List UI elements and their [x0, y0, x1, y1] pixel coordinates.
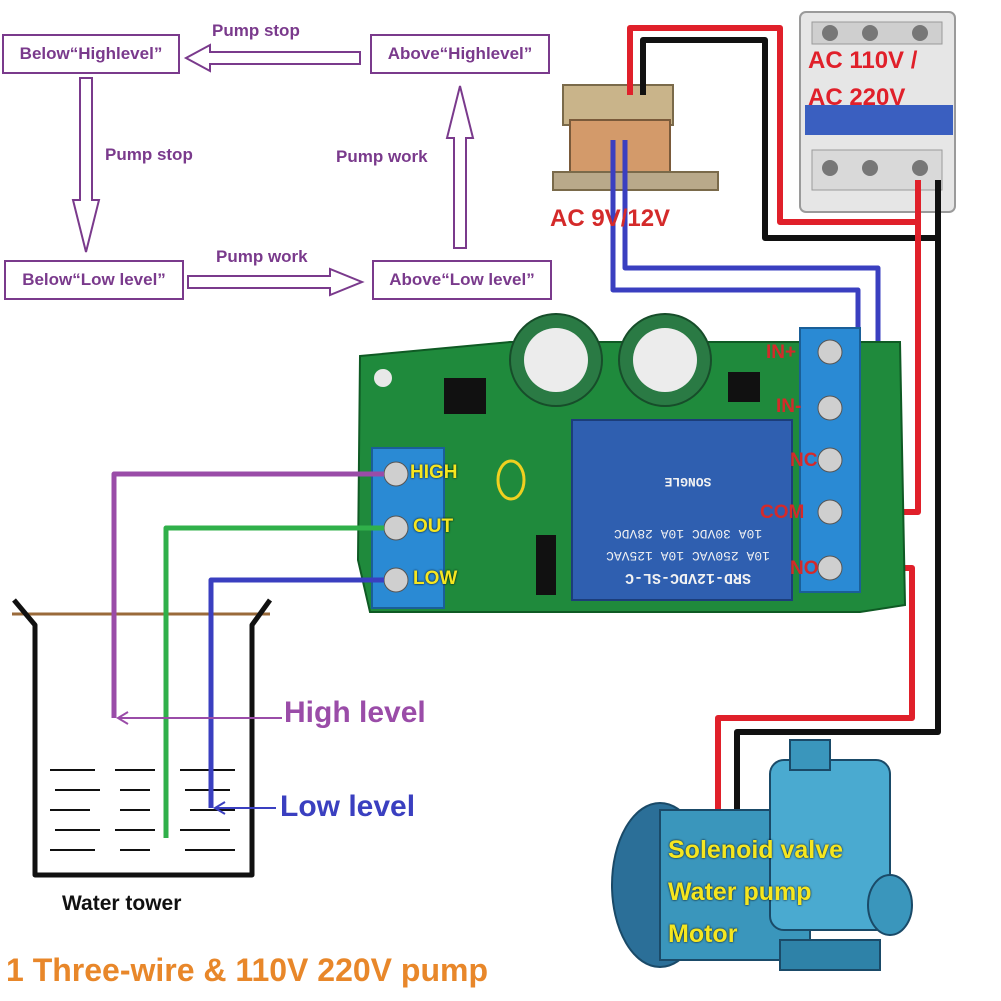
high-level-label: High level	[284, 696, 426, 729]
relay-rating-ac: 10A 250VAC 10A 125VAC	[606, 548, 770, 563]
flow-box-below-low: Below“Low level”	[4, 260, 184, 300]
flow-label-pump-stop-top: Pump stop	[212, 21, 300, 40]
terminal-label-in-plus: IN+	[766, 342, 797, 363]
wire-black-transformer	[640, 37, 941, 241]
relay-model: SRD-12VDC-SL-C	[624, 569, 752, 586]
pump-label-motor: Motor	[668, 920, 738, 948]
terminal-label-low: LOW	[413, 568, 458, 589]
relay-module-board	[356, 313, 907, 613]
relay-text: SRD-12VDC-SL-C 10A 250VAC 10A 125VAC 10A…	[598, 428, 778, 588]
flow-arrows	[71, 43, 475, 297]
flow-label-pump-stop-left: Pump stop	[105, 145, 193, 164]
flow-label-pump-work-bottom: Pump work	[216, 247, 308, 266]
flow-box-above-low: Above“Low level”	[372, 260, 552, 300]
water-tower	[12, 598, 273, 878]
pump-label-water-pump: Water pump	[668, 878, 812, 906]
transformer-voltage-label: AC 9V/12V	[550, 205, 671, 232]
footer-title: 1 Three-wire & 110V 220V pump	[6, 952, 488, 988]
terminal-label-com: COM	[760, 502, 805, 523]
terminal-label-out: OUT	[413, 516, 454, 537]
pump-label-solenoid: Solenoid valve	[668, 836, 844, 864]
flow-box-below-high: Below“Highlevel”	[2, 34, 180, 74]
relay-terminal-block	[799, 327, 861, 593]
relay-rating-dc: 10A 30VDC 10A 28VDC	[613, 526, 763, 541]
circuit-breaker	[799, 11, 956, 213]
level-pointers	[116, 711, 282, 815]
mount-hole	[374, 369, 392, 387]
diode	[536, 535, 556, 595]
ic-chip	[444, 378, 486, 414]
wire-blue-low	[208, 577, 384, 808]
breaker-voltage-line2: AC 220V	[808, 84, 906, 111]
wire-green-out	[163, 525, 384, 838]
arrow-pump-work-bottom	[187, 267, 365, 297]
transistor	[728, 372, 760, 402]
capacitor-1	[509, 313, 603, 407]
flow-label-pump-work-right: Pump work	[336, 147, 428, 166]
terminal-label-in-minus: IN-	[776, 396, 802, 417]
terminal-label-nc: NC	[790, 450, 818, 471]
water-pump	[611, 739, 913, 971]
indicator-led	[496, 459, 526, 501]
arrow-pump-stop-top	[183, 43, 361, 73]
low-level-label: Low level	[280, 790, 416, 823]
relay-brand: SONGLE	[664, 474, 712, 489]
terminal-label-no: NO	[790, 558, 819, 579]
arrow-pump-stop-left	[71, 77, 101, 253]
flow-box-above-high: Above“Highlevel”	[370, 34, 550, 74]
transformer	[552, 84, 719, 191]
capacitor-2	[618, 313, 712, 407]
wire-purple-high	[111, 471, 384, 718]
breaker-voltage-line1: AC 110V /	[808, 47, 918, 74]
arrow-pump-work-right	[445, 85, 475, 249]
relay	[571, 419, 793, 601]
wire-black-pump	[734, 238, 941, 835]
water-tower-label: Water tower	[62, 892, 182, 915]
sensor-wires	[111, 471, 384, 838]
wire-red-transformer	[627, 25, 921, 225]
terminal-label-high: HIGH	[410, 462, 458, 483]
